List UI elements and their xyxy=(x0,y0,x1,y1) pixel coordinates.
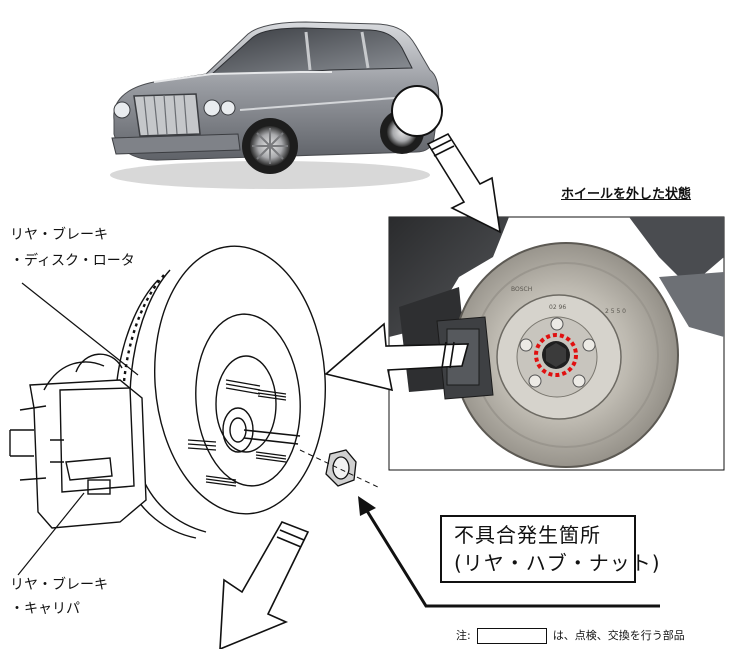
car-photo xyxy=(110,21,440,189)
defect-callout-subtitle: (リヤ・ハブ・ナット) xyxy=(454,551,661,575)
brake-photo: BOSCH 02 96 2 5 5 0 xyxy=(388,216,725,471)
legend-note: 注: は、点検、交換を行う部品 xyxy=(456,627,685,644)
callout-pointer xyxy=(358,496,660,608)
defect-callout: 不具合発生箇所 (リヤ・ハブ・ナット) xyxy=(440,515,661,583)
caliper-label-line1: リヤ・ブレーキ xyxy=(10,577,108,593)
arrow-drawing-down xyxy=(219,521,310,649)
arrow-car-to-photo xyxy=(426,132,502,234)
note-suffix: は、点検、交換を行う部品 xyxy=(552,629,685,642)
svg-text:BOSCH: BOSCH xyxy=(511,286,532,293)
caliper-label-line2: ・キャリパ xyxy=(10,601,80,617)
note-prefix: 注: xyxy=(456,629,471,642)
rotor-label-line1: リヤ・ブレーキ xyxy=(10,227,108,243)
arrow-photo-to-drawing xyxy=(324,322,470,392)
brake-assembly-drawing xyxy=(9,245,381,576)
rotor-label-line2: ・ディスク・ロータ xyxy=(10,253,135,269)
svg-text:02 96: 02 96 xyxy=(549,304,566,311)
rear-wheel-marker xyxy=(391,85,443,137)
defect-callout-title: 不具合発生箇所 xyxy=(454,523,601,547)
svg-text:2 5 5 0: 2 5 5 0 xyxy=(605,308,626,315)
note-swatch xyxy=(476,628,547,644)
photo-caption: ホイールを外した状態 xyxy=(561,187,692,202)
